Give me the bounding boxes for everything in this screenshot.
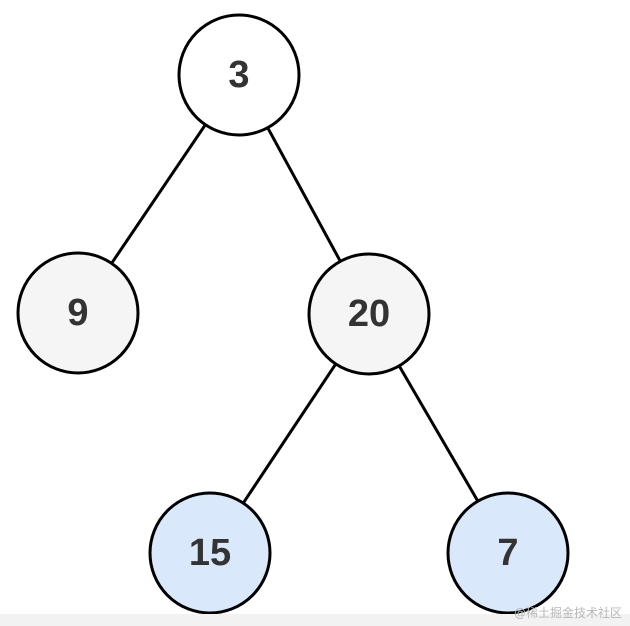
node-circle <box>446 491 570 615</box>
node-label: 3 <box>228 54 249 96</box>
tree-node-3: 3 <box>177 13 301 137</box>
node-label: 15 <box>189 532 231 574</box>
tree-node-15: 15 <box>148 491 272 615</box>
node-circle <box>16 251 140 375</box>
tree-node-9: 9 <box>16 251 140 375</box>
tree-node-7: 7 <box>446 491 570 615</box>
node-circle <box>307 252 431 376</box>
node-circle <box>177 13 301 137</box>
node-label: 20 <box>348 293 390 335</box>
node-circle <box>148 491 272 615</box>
bottom-strip <box>0 614 630 626</box>
tree-node-20: 20 <box>307 252 431 376</box>
edge-20-7 <box>397 365 480 502</box>
node-layer: 3 9 20 15 7 <box>16 13 570 615</box>
node-label: 9 <box>67 292 88 334</box>
edge-3-9 <box>110 123 207 265</box>
edge-layer <box>110 123 480 504</box>
edge-20-15 <box>241 363 338 504</box>
edge-3-20 <box>266 126 342 263</box>
watermark-text: @稀土掘金技术社区 <box>513 606 622 620</box>
node-label: 7 <box>497 532 518 574</box>
